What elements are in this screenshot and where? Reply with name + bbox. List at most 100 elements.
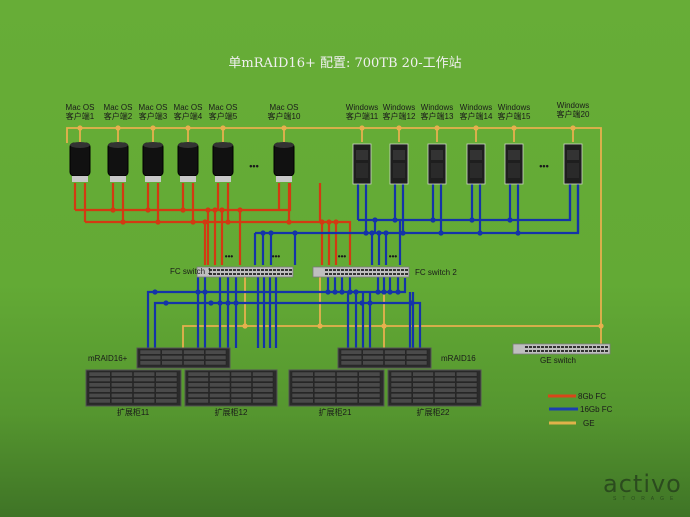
switch-port [401,269,404,271]
switch-port [541,350,544,352]
drive-bay [390,387,412,393]
switch-port [565,346,568,348]
fc-switch-2-label: FC switch 2 [415,268,457,277]
fc16-junction-dot [438,230,444,236]
switch-port [337,273,340,275]
switch-port [381,273,384,275]
drive-bay [390,371,412,377]
fc1-ports-ellipsis: ••• [224,252,234,261]
drive-bay [291,382,314,388]
switch-port [213,273,216,275]
drive-bay [336,377,358,382]
switch-port [277,273,280,275]
fc16-cable [153,301,422,348]
drive-bay [252,393,274,398]
fc16-junction-dot [347,289,353,295]
drive-bay [362,355,384,360]
switch-port [597,350,600,352]
drive-bay [88,398,111,404]
workstation-drive-bay [567,150,579,160]
drive-bay [209,377,231,382]
fc8-junction-dot [155,219,161,225]
switch-port [553,350,556,352]
drive-bay [187,393,209,398]
switch-port [221,273,224,275]
ge-cable [182,325,601,348]
drive-bay [111,382,133,388]
switch-port [529,350,532,352]
drive-bay [336,387,358,393]
switch-port [209,269,212,271]
switch-port [245,273,248,275]
drive-bay [412,377,434,382]
switch-port [245,269,248,271]
drive-bay [187,387,209,393]
drive-bay [456,377,478,382]
expansion-label: 扩展柜22 [416,408,450,417]
diagram-title: 单mRAID16+ 配置: 700TB 20-工作站 [228,56,462,71]
fc16-junction-dot [392,217,398,223]
drive-bay [252,382,274,388]
fc16-junction-dot [375,289,381,295]
switch-port [241,273,244,275]
drive-bay [340,349,362,355]
drive-bay [384,360,406,366]
switch-port [585,346,588,348]
switch-port [377,269,380,271]
switch-port [249,273,252,275]
switch-port [577,350,580,352]
fc8-junction-dot [286,219,292,225]
drive-bay [314,393,336,398]
switch-port [401,273,404,275]
workstation-drive-bay [508,150,520,160]
switch-port [541,346,544,348]
switch-port [577,346,580,348]
drive-bay [230,371,252,377]
drive-bay [456,371,478,377]
fc16-junction-dot [359,300,365,306]
switch-port [277,269,280,271]
switch-port [333,269,336,271]
switch-port [329,273,332,275]
drive-bay [139,355,161,360]
switch-port [581,350,584,352]
switch-port [257,273,260,275]
switch-port [285,269,288,271]
switch-port [525,350,528,352]
switch-port [569,350,572,352]
drive-bay [187,371,209,377]
ge-junction-dot [281,125,287,131]
drive-bay [187,382,209,388]
fc8-junction-dot [225,219,231,225]
mac-pro-top [108,142,128,148]
ge-switch [512,343,611,355]
switch-port [273,273,276,275]
switch-port [601,350,604,352]
switch-port [557,346,560,348]
mac-pro-base [145,176,161,182]
drive-bay [314,382,336,388]
ge-junction-dot [511,125,517,131]
switch-port [385,269,388,271]
drive-bay [161,360,183,366]
switch-port [265,273,268,275]
ge-junction-dot [220,125,226,131]
switch-port [241,269,244,271]
ge-junction-dot [434,125,440,131]
activo-logo: activo [603,470,682,498]
drive-bay [230,382,252,388]
ge-junction-dot [396,125,402,131]
fc16-junction-dot [409,300,415,306]
ge-junction-dot [317,323,323,329]
switch-port [545,350,548,352]
switch-port [253,273,256,275]
switch-port [237,273,240,275]
drive-bay [406,355,428,360]
switch-port [329,269,332,271]
workstation-drive-bay [431,150,443,160]
switch-port [237,269,240,271]
fc16-junction-dot [469,217,475,223]
switch-port [557,350,560,352]
